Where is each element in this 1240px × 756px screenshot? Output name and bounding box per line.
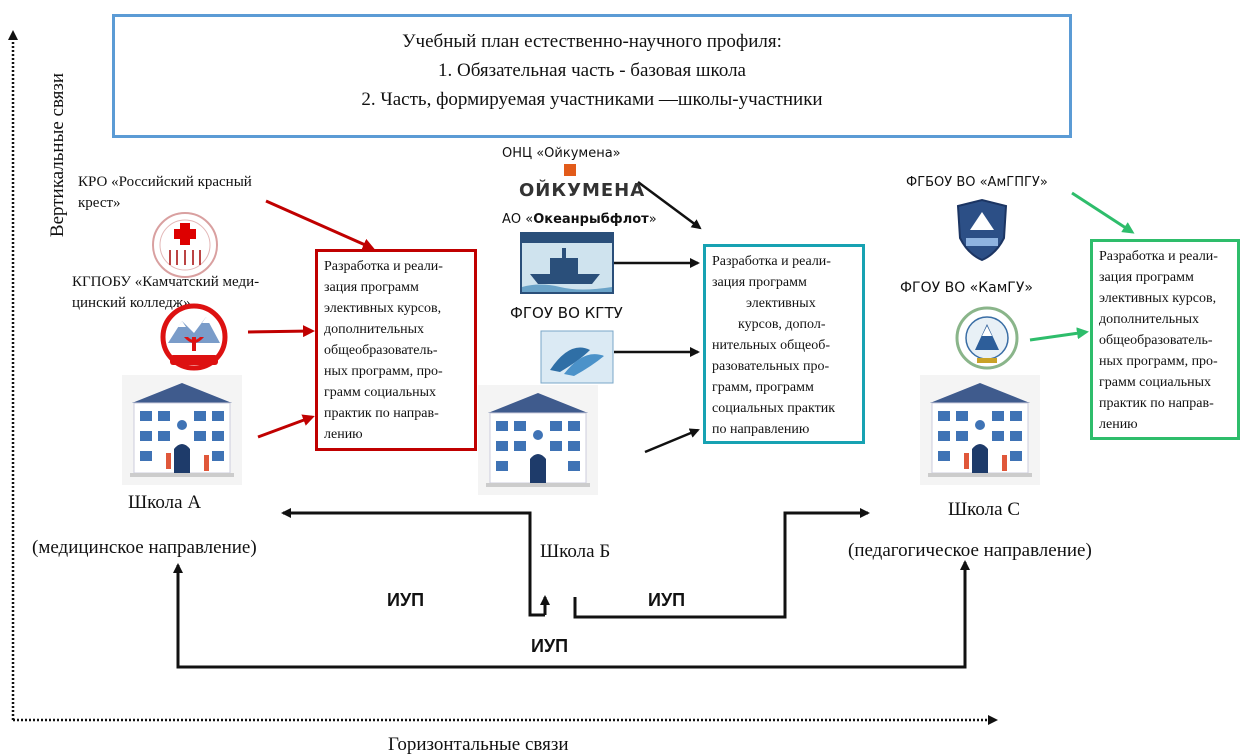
curriculum-plan-box: Учебный план естественно-научного профил… — [112, 14, 1072, 138]
program-b-line: зация программ — [712, 275, 807, 290]
vertical-axis-label: Вертикальные связи — [47, 72, 68, 238]
plan-item-1: 1. Обязательная часть - базовая школа — [438, 60, 746, 81]
school-c-building-icon — [920, 375, 1040, 485]
program-a-line: зация программ — [324, 280, 419, 295]
kamgu-logo-icon — [955, 306, 1019, 370]
arrow-school-a-to-a — [257, 414, 315, 439]
school-b-name: Школа Б — [540, 541, 611, 562]
iup-right-connector — [573, 508, 870, 619]
iup-bottom-label: ИУП — [531, 636, 569, 656]
school-c-name: Школа С — [948, 499, 1021, 520]
program-c-line: элективных курсов, — [1099, 291, 1217, 306]
program-b-line: элективных — [746, 296, 816, 311]
program-a-line: грамм социальных — [324, 385, 436, 400]
arrow-school-b-to-b — [644, 428, 700, 454]
horizontal-axis-label: Горизонтальные связи — [388, 734, 569, 755]
school-a-building-icon — [122, 375, 242, 485]
program-b-line: по направлению — [712, 422, 810, 437]
oikumena-mark-icon — [564, 164, 576, 176]
program-a-line: лению — [324, 427, 363, 442]
program-a-line: элективных курсов, — [324, 301, 442, 316]
iup-right-label: ИУП — [648, 590, 686, 610]
arrow-kro-to-a — [265, 199, 375, 250]
program-c-line: грамм социальных — [1099, 375, 1211, 390]
school-a-name: Школа А — [128, 492, 202, 513]
program-a-line: практик по направ- — [324, 406, 439, 421]
kgtu-label: ФГОУ ВО КГТУ — [510, 304, 623, 322]
iup-left-connector — [281, 508, 545, 617]
ao-label: АО «Океанрыбфлот» — [502, 212, 657, 227]
program-a-line: общеобразователь- — [324, 343, 438, 358]
program-c-line: практик по направ- — [1099, 396, 1214, 411]
school-b-building-icon — [478, 385, 598, 495]
plan-title: Учебный план естественно-научного профил… — [402, 31, 782, 52]
program-b-line: курсов, допол- — [738, 317, 826, 332]
school-c-direction: (педагогическое направление) — [848, 540, 1092, 561]
program-box-a: Разработка и реали- зация программ элект… — [315, 249, 477, 451]
program-box-b: Разработка и реали- зация программ элект… — [703, 244, 865, 444]
program-b-line: грамм, программ — [712, 380, 814, 395]
program-a-line: Разработка и реали- — [324, 259, 443, 274]
arrow-amgpgu-to-c — [1071, 191, 1135, 234]
amgpgu-logo-icon — [956, 198, 1008, 262]
program-box-c: Разработка и реали- зация программ элект… — [1090, 239, 1240, 440]
iup-left-label: ИУП — [387, 590, 425, 610]
program-c-line: общеобразователь- — [1099, 333, 1213, 348]
onc-label: ОНЦ «Ойкумена» — [502, 146, 621, 161]
kgpobu-label: КГПОБУ «Камчатский меди- цинский колледж… — [72, 274, 260, 311]
program-c-line: дополнительных — [1099, 312, 1200, 327]
ship-logo-icon — [520, 232, 614, 294]
kgtu-logo-icon — [540, 330, 614, 384]
program-b-line: социальных практик — [712, 401, 836, 416]
program-a-line: ных программ, про- — [324, 364, 443, 379]
red-cross-logo-icon — [152, 212, 218, 278]
program-b-line: нительных общеоб- — [712, 338, 830, 353]
arrow-kamgu-to-c — [1029, 327, 1089, 342]
amgpgu-label: ФГБОУ ВО «АмГПГУ» — [906, 175, 1048, 190]
program-a-line: дополнительных — [324, 322, 425, 337]
program-c-line: лению — [1099, 417, 1138, 432]
plan-item-2: 2. Часть, формируемая участниками —школы… — [361, 89, 823, 110]
program-c-line: Разработка и реали- — [1099, 249, 1218, 264]
medical-college-logo-icon — [160, 303, 228, 371]
kro-label: КРО «Российский красный крест» — [78, 174, 252, 211]
program-b-line: Разработка и реали- — [712, 254, 831, 269]
oikumena-logo-text: ОЙКУМЕНА — [519, 180, 646, 201]
arrow-oikumena-to-b — [637, 180, 702, 230]
school-a-direction: (медицинское направление) — [32, 537, 257, 558]
program-c-line: зация программ — [1099, 270, 1194, 285]
arrow-kgpobu-to-a — [247, 325, 315, 338]
program-c-line: ных программ, про- — [1099, 354, 1218, 369]
kamgu-label: ФГОУ ВО «КамГУ» — [900, 280, 1033, 296]
program-b-line: разовательных про- — [712, 359, 830, 374]
iup-bottom-connector — [176, 560, 970, 669]
